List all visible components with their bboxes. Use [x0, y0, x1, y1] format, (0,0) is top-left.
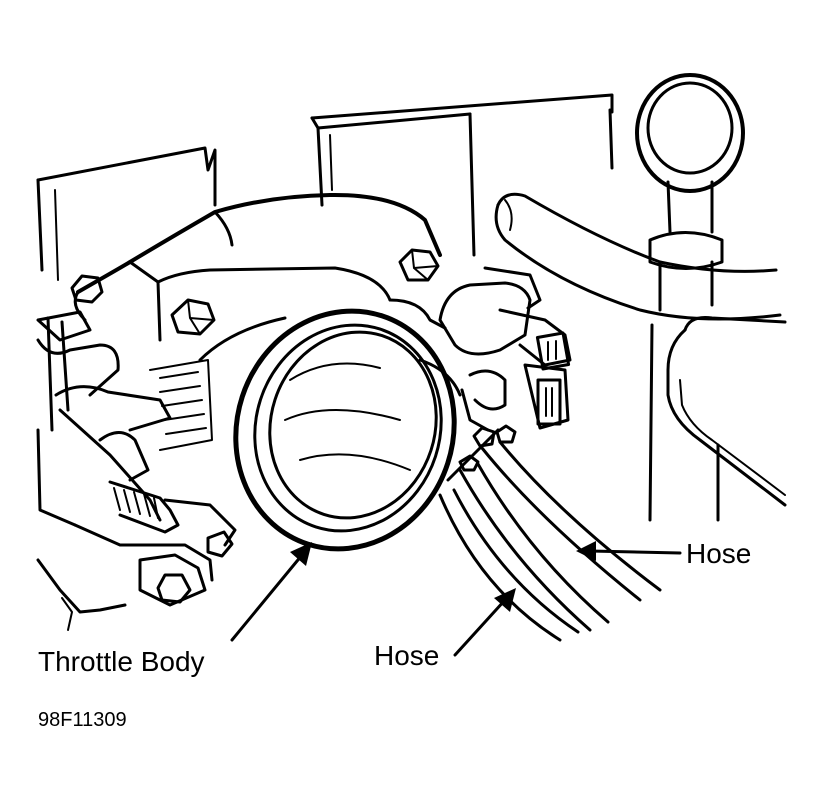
hose-left-arrow: [453, 598, 507, 657]
vacuum-hoses: [438, 428, 662, 642]
hose-label-right: Hose: [686, 538, 752, 569]
coolant-reservoir: [648, 316, 787, 522]
hose-right-arrowhead: [576, 541, 596, 561]
figure-id: 98F11309: [38, 709, 127, 731]
throttle-linkage: [36, 310, 237, 631]
hose-left-arrowhead: [494, 588, 516, 612]
engine-panels: [36, 93, 614, 281]
hose-right-arrow: [588, 549, 682, 555]
throttle-body-arrow: [230, 553, 304, 642]
pointer-arrows: [230, 541, 682, 657]
throttle-body-arrowhead: [290, 542, 312, 566]
mounting-bolts: [70, 248, 517, 472]
dipstick: [635, 73, 745, 312]
throttle-body-label: Throttle Body: [38, 646, 205, 677]
throttle-body-housing: [73, 192, 447, 362]
throttle-position-sensor: [438, 266, 572, 432]
hose-label-left: Hose: [374, 640, 440, 671]
